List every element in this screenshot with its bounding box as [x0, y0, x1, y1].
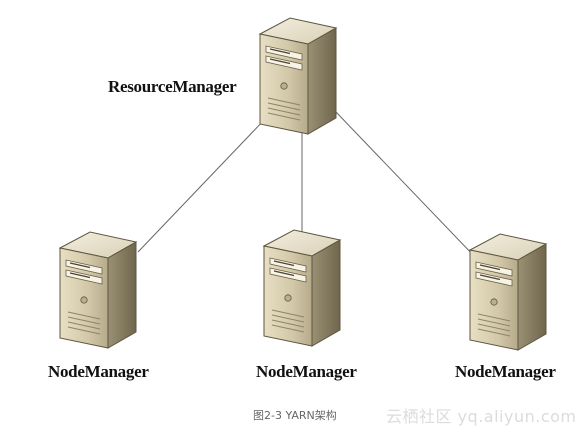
connector-line: [335, 111, 477, 259]
node-manager-label: NodeManager: [48, 362, 149, 381]
connector-line: [137, 117, 267, 253]
server-icon: [59, 231, 137, 349]
server-icon: [469, 233, 547, 351]
watermark: 云栖社区 yq.aliyun.com: [386, 407, 577, 426]
resource-manager-label: ResourceManager: [108, 77, 237, 96]
node-manager-label: NodeManager: [455, 362, 556, 381]
server-icon: [259, 17, 337, 135]
server-icon: [263, 229, 341, 347]
figure-caption: 图2-3 YARN架构: [253, 409, 337, 422]
node-manager-label: NodeManager: [256, 362, 357, 381]
